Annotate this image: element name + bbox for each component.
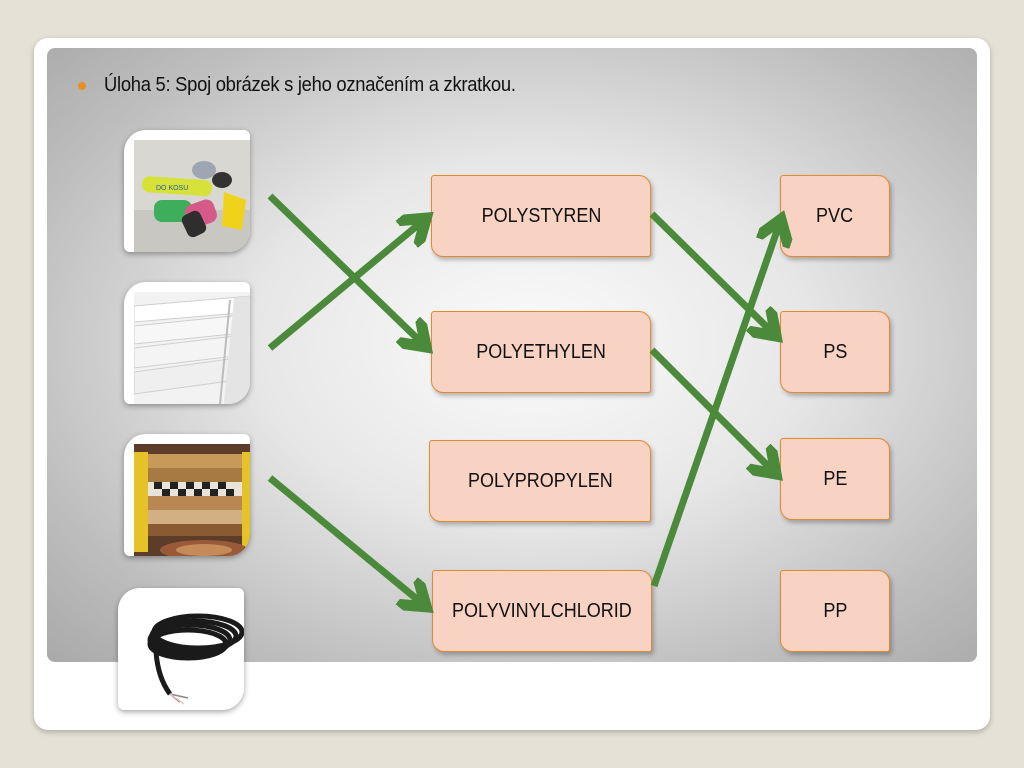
box-pp: PP <box>780 570 890 652</box>
box-polystyren: POLYSTYREN <box>431 175 651 257</box>
box-pvc: PVC <box>780 175 890 257</box>
arrow-polystyren-to-ps <box>649 211 774 334</box>
box-polyvinylchlorid: POLYVINYLCHLORID <box>432 570 652 652</box>
box-polypropylen: POLYPROPYLEN <box>429 440 651 522</box>
title-row: Úloha 5: Spoj obrázek s jeho označením a… <box>78 74 551 97</box>
svg-text:DO KOSU: DO KOSU <box>156 185 188 192</box>
arrow-polyvinylchlorid-to-pvc <box>650 222 780 588</box>
box-pe: PE <box>780 438 890 520</box>
arrow-boards-to-polystyren <box>267 220 424 351</box>
box-polyethylen: POLYETHYLEN <box>431 311 651 393</box>
floor-carpets-photo <box>124 434 250 556</box>
polystyrene-boards-photo <box>124 282 250 404</box>
bullet-dot <box>78 81 86 90</box>
trash-bags-photo: DO KOSU <box>124 130 250 252</box>
electric-cable-photo <box>118 588 244 710</box>
arrow-carpets-to-polyvinylchlorid <box>267 475 424 605</box>
slide-title: Úloha 5: Spoj obrázek s jeho označením a… <box>104 74 516 96</box>
box-ps: PS <box>780 311 890 393</box>
arrow-bags-to-polyethylen <box>267 193 424 345</box>
